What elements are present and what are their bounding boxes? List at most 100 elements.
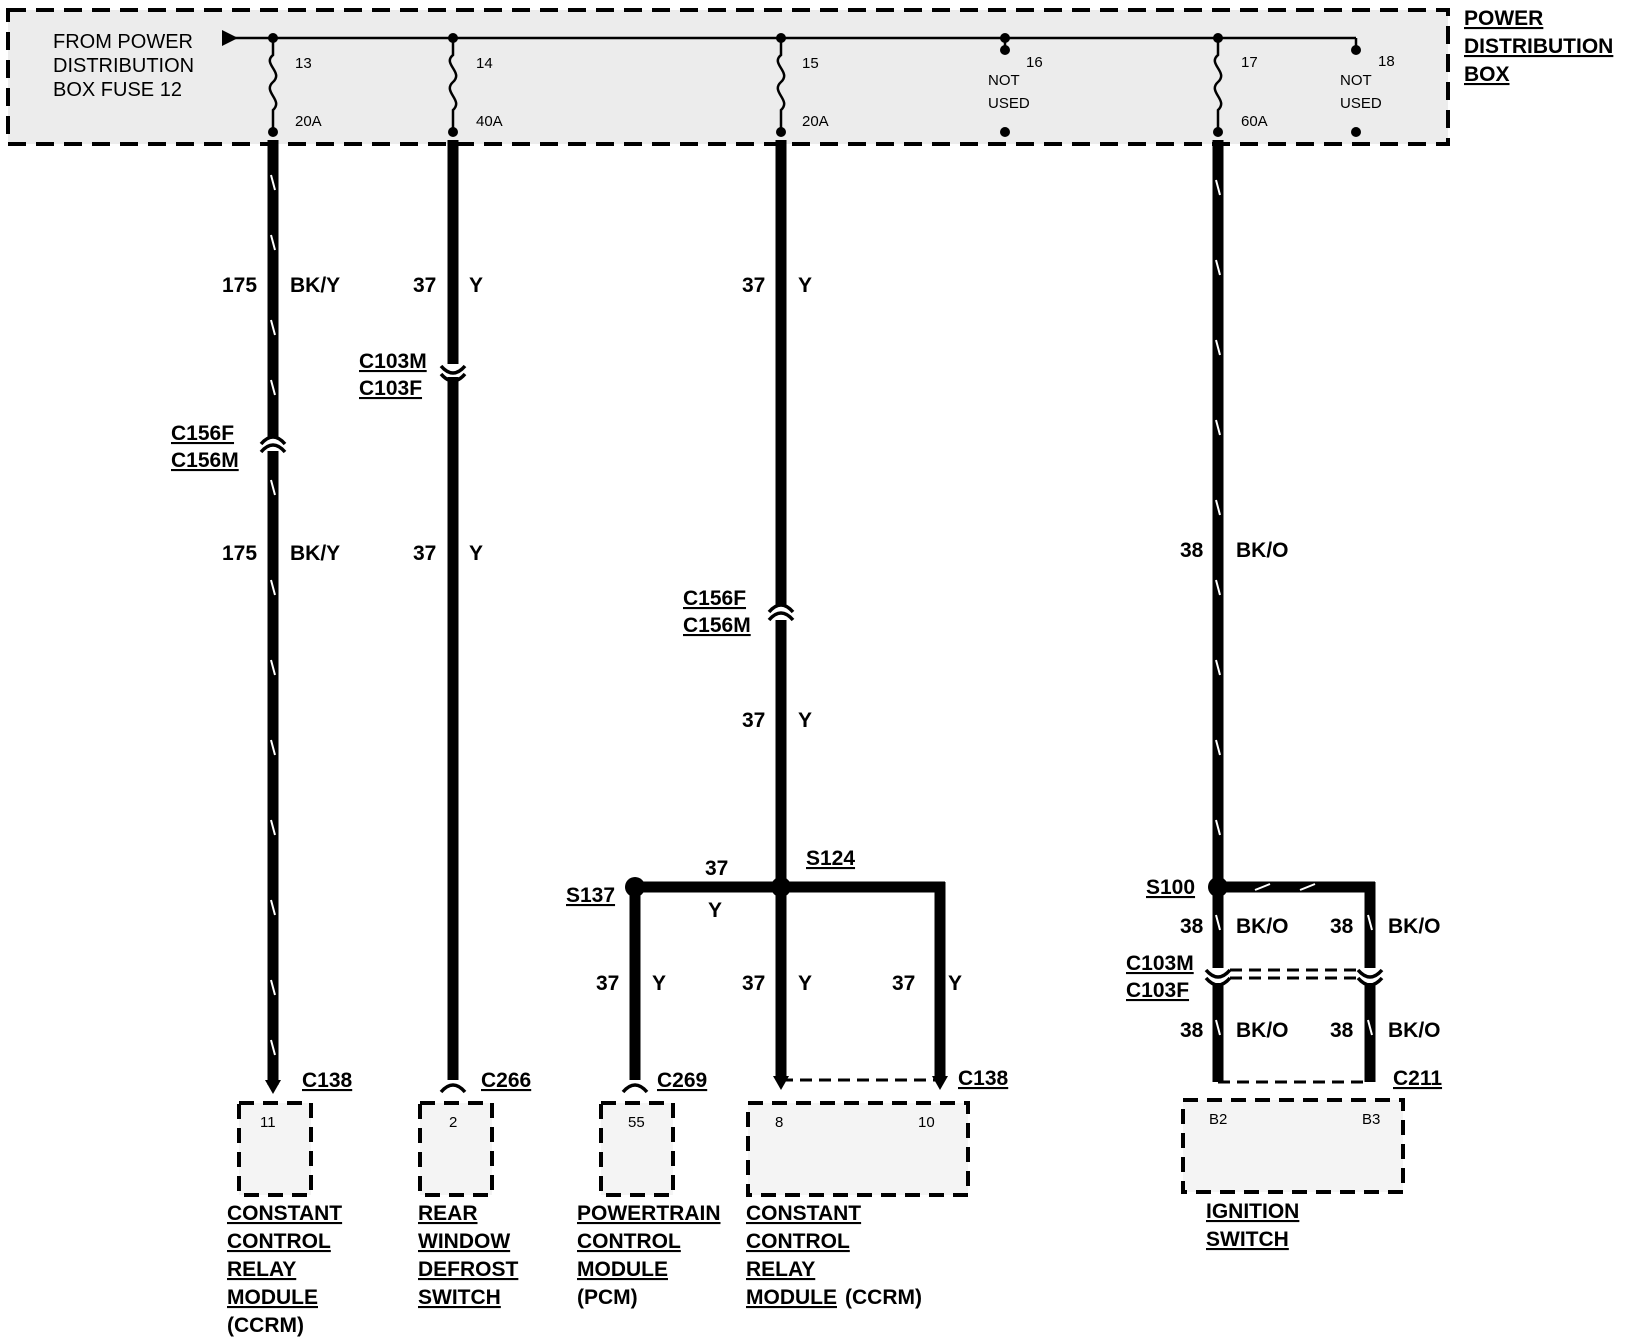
- fuse-13: 13 20A: [268, 33, 322, 137]
- fuse-15-rating: 20A: [802, 113, 829, 130]
- circuit-37-defrost-color-lower: Y: [469, 542, 483, 565]
- fuse-18: 18 NOT USED: [1340, 38, 1395, 137]
- connector-c211: C211: [1393, 1067, 1442, 1090]
- fuse-18-status-1: NOT: [1340, 72, 1372, 89]
- component-ccrm-right: 8 10 CONSTANT CONTROL RELAY MODULE (CCRM…: [746, 1101, 970, 1309]
- pdb-title-line-2: DISTRIBUTION: [1464, 35, 1613, 58]
- circuit-38-b3-number-upper: 38: [1330, 915, 1354, 938]
- component-ignition-switch: B2 B3 IGNITION SWITCH: [1181, 1098, 1405, 1251]
- s137-link-color: Y: [708, 899, 722, 922]
- pcm-label-2: CONTROL: [577, 1230, 681, 1253]
- circuit-37-defrost-color-upper: Y: [469, 274, 483, 297]
- fuse-13-rating: 20A: [295, 113, 322, 130]
- fuse-14-rating: 40A: [476, 113, 503, 130]
- ccrm-8-circuit-color: Y: [798, 972, 812, 995]
- circuit-37-main-wire: 37 Y C156F C156M 37 Y: [683, 140, 812, 1080]
- ccrm-right-label-1: CONSTANT: [746, 1202, 861, 1225]
- fuse-13-number: 13: [295, 55, 312, 72]
- circuit-38-b2-color-lower: BK/O: [1236, 1019, 1289, 1042]
- ccrm-left-label-5: (CCRM): [227, 1314, 304, 1337]
- connector-c266: C266: [481, 1069, 531, 1092]
- pin-11: 11: [260, 1114, 276, 1131]
- pin-b2: B2: [1209, 1111, 1227, 1128]
- pdb-title-line-1: POWER: [1464, 7, 1543, 30]
- pin-55: 55: [628, 1114, 645, 1131]
- ccrm-left-label-3: RELAY: [227, 1258, 296, 1281]
- fuse-16-status-2: USED: [988, 95, 1030, 112]
- circuit-175-number-lower: 175: [222, 542, 257, 565]
- connector-c156m-left: C156M: [171, 449, 239, 472]
- splice-s124-dot: [771, 877, 791, 897]
- fuse-18-status-2: USED: [1340, 95, 1382, 112]
- circuit-37-main-number-1: 37: [742, 274, 765, 297]
- fuse-15-number: 15: [802, 55, 819, 72]
- circuit-175-wire: 175 BK/Y 175 BK/Y C156F C156M C138: [171, 140, 353, 1094]
- defrost-label-4: SWITCH: [418, 1286, 501, 1309]
- fuse-14-number: 14: [476, 55, 493, 72]
- pin-8: 8: [775, 1114, 783, 1131]
- component-rear-window-defrost-switch: 2 REAR WINDOW DEFROST SWITCH: [418, 1101, 519, 1309]
- ccrm-right-label-3: RELAY: [746, 1258, 815, 1281]
- fuse-14: 14 40A: [448, 33, 503, 137]
- fuse-17-number: 17: [1241, 54, 1258, 71]
- fuse-16-number: 16: [1026, 54, 1043, 71]
- pin-b3: B3: [1362, 1111, 1380, 1128]
- connector-c156m-right: C156M: [683, 614, 751, 637]
- circuit-38-b3-color-lower: BK/O: [1388, 1019, 1441, 1042]
- circuit-37-defrost-number-upper: 37: [413, 274, 436, 297]
- splice-s100-dot: [1208, 877, 1228, 897]
- circuit-38-color-upper: BK/O: [1236, 539, 1289, 562]
- defrost-label-3: DEFROST: [418, 1258, 519, 1281]
- defrost-label-2: WINDOW: [418, 1230, 510, 1253]
- circuit-175-number-upper: 175: [222, 274, 257, 297]
- connector-c103m-right: C103M: [1126, 952, 1194, 975]
- pcm-label-3: MODULE: [577, 1258, 668, 1281]
- ccrm-right-label-2: CONTROL: [746, 1230, 850, 1253]
- connector-c156f-left: C156F: [171, 422, 234, 445]
- splice-s124-label: S124: [806, 847, 855, 870]
- pin-10: 10: [918, 1114, 935, 1131]
- circuit-38-b3-number-lower: 38: [1330, 1019, 1354, 1042]
- ignition-label-1: IGNITION: [1206, 1200, 1299, 1223]
- circuit-38-number-upper: 38: [1180, 539, 1204, 562]
- pcm-circuit-number: 37: [596, 972, 619, 995]
- ignition-label-2: SWITCH: [1206, 1228, 1289, 1251]
- connector-c103m-left: C103M: [359, 350, 427, 373]
- from-fuse-line-3: BOX FUSE 12: [53, 79, 182, 101]
- fuse-17: 17 60A: [1213, 33, 1268, 137]
- fuse-16-status-1: NOT: [988, 72, 1020, 89]
- splice-s137-label: S137: [566, 884, 615, 907]
- connector-c103f-right: C103F: [1126, 979, 1189, 1002]
- splice-network-37: S137 S124 37 Y 37 Y 37 Y 37 Y C269 C138: [566, 847, 1009, 1094]
- ccrm-left-label-1: CONSTANT: [227, 1202, 342, 1225]
- defrost-label-1: REAR: [418, 1202, 478, 1225]
- circuit-38-b2-color-upper: BK/O: [1236, 915, 1289, 938]
- ccrm-right-label-5: (CCRM): [845, 1286, 922, 1309]
- ccrm-10-circuit-color: Y: [948, 972, 962, 995]
- component-powertrain-control-module: 55 POWERTRAIN CONTROL MODULE (PCM): [577, 1101, 721, 1309]
- ccrm-8-circuit-number: 37: [742, 972, 765, 995]
- component-ccrm-left: 11 CONSTANT CONTROL RELAY MODULE (CCRM): [227, 1101, 342, 1337]
- circuit-175-color-upper: BK/Y: [290, 274, 340, 297]
- ccrm-10-circuit-number: 37: [892, 972, 915, 995]
- fuse-16: 16 NOT USED: [988, 33, 1043, 137]
- circuit-37-defrost-wire: 37 Y 37 Y C103M C103F C266: [359, 140, 531, 1094]
- ccrm-right-label-4: MODULE: [746, 1286, 837, 1309]
- circuit-38-wire: 38 BK/O S100 38 BK/O 38 BK/O C103M C103F…: [1126, 140, 1442, 1090]
- pdb-title-line-3: BOX: [1464, 63, 1510, 86]
- connector-c156f-right: C156F: [683, 587, 746, 610]
- connector-c138-left: C138: [302, 1069, 353, 1092]
- circuit-38-b3-color-upper: BK/O: [1388, 915, 1441, 938]
- pcm-label-1: POWERTRAIN: [577, 1202, 721, 1225]
- circuit-38-b2-number-lower: 38: [1180, 1019, 1204, 1042]
- power-distribution-box: POWER DISTRIBUTION BOX FROM POWER DISTRI…: [6, 7, 1613, 146]
- connector-c103f-left: C103F: [359, 377, 422, 400]
- connector-c269: C269: [657, 1069, 707, 1092]
- pcm-label-4: (PCM): [577, 1286, 638, 1309]
- splice-s100-label: S100: [1146, 876, 1195, 899]
- connector-c138-right: C138: [958, 1067, 1009, 1090]
- circuit-37-main-color-1: Y: [798, 274, 812, 297]
- fuse-15: 15 20A: [776, 33, 829, 137]
- circuit-37-main-color-2: Y: [798, 709, 812, 732]
